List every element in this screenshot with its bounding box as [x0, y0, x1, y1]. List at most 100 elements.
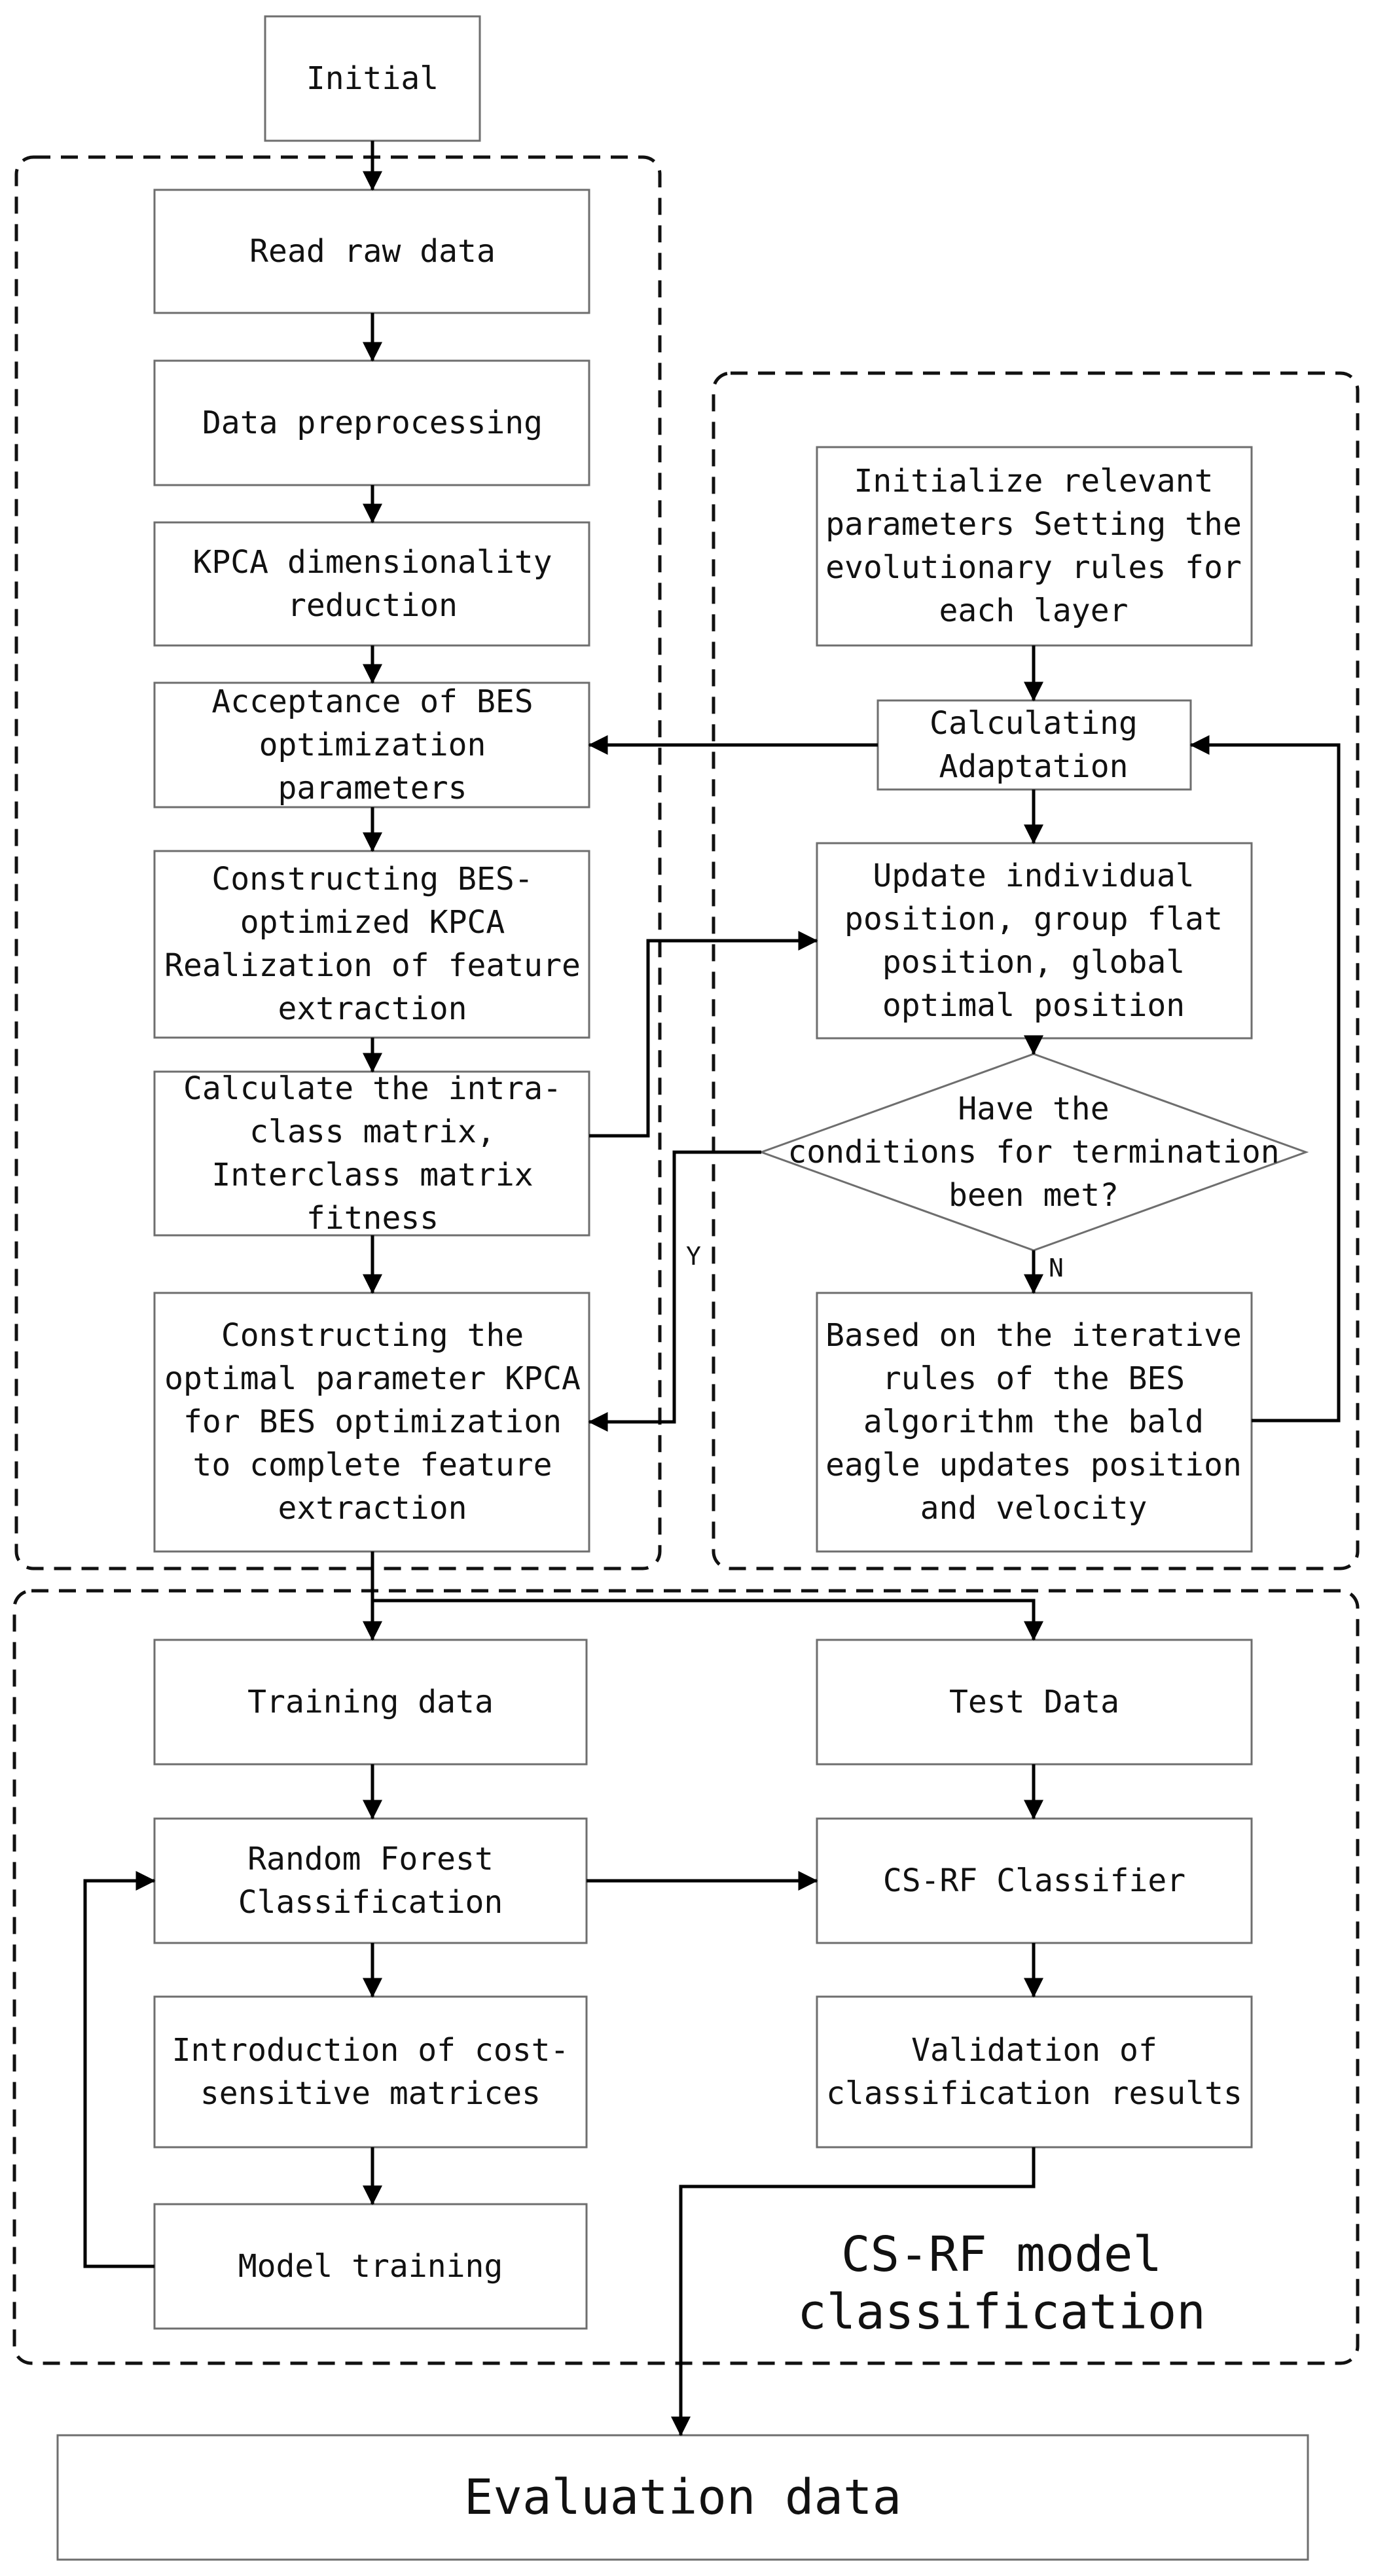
- label-line: Based on the iterative: [825, 1317, 1242, 1354]
- test-data-label: Test Data: [949, 1684, 1119, 1720]
- cost-sensitive-box: [153, 1995, 588, 2149]
- label-line: Initialize relevant: [854, 463, 1213, 499]
- label-line: class matrix,: [249, 1114, 496, 1150]
- label-line: Validation of: [911, 2032, 1157, 2069]
- label-line: Constructing BES-: [211, 861, 533, 898]
- label-line: evolutionary rules for: [825, 549, 1242, 586]
- label-line: Adaptation: [939, 748, 1129, 785]
- acceptance-bes-box: [153, 681, 590, 808]
- cost-sensitive-label: Introduction of cost-sensitive matrices: [172, 2032, 569, 2112]
- label-line: Interclass matrix: [211, 1157, 533, 1193]
- label-line: position, group flat: [844, 901, 1223, 937]
- label-line: Read raw data: [249, 233, 496, 270]
- label-line: KPCA dimensionality: [192, 544, 552, 581]
- csrf-classifier-label: CS-RF Classifier: [883, 1862, 1185, 1899]
- label-line: conditions for termination: [787, 1134, 1279, 1170]
- initial-box: [264, 15, 481, 142]
- arrow-optimal-to-test: [372, 1599, 1043, 1641]
- label-line: Realization of feature: [164, 947, 581, 984]
- arrow-decision-yes: [588, 1150, 761, 1432]
- model-training-label: Model training: [238, 2248, 503, 2285]
- label-line: parameters Setting the: [825, 506, 1242, 543]
- label-line: Test Data: [949, 1684, 1119, 1720]
- update-position-box: [816, 842, 1253, 1040]
- label-line: fitness: [306, 1200, 439, 1237]
- read-raw-data-box: [153, 189, 590, 314]
- label-line: extraction: [278, 990, 467, 1027]
- edge-label-no: N: [1049, 1254, 1064, 1282]
- validation-label: Validation of classification results: [826, 2032, 1242, 2112]
- label-line: sensitive matrices: [200, 2075, 541, 2112]
- constructing-optimal-box: [153, 1292, 590, 1553]
- label-line: Training data: [247, 1684, 494, 1720]
- kpca-reduction-box: [153, 521, 590, 647]
- data-preprocessing-label: Data preprocessing: [202, 405, 543, 441]
- label-line: optimal parameter KPCA: [164, 1360, 581, 1397]
- label-line: rules of the BES: [882, 1360, 1185, 1397]
- label-line: Acceptance of BES: [211, 683, 533, 720]
- constructing-optimal-label: Constructing the optimal parameter KPCA fo…: [164, 1317, 581, 1527]
- label-line: Classification: [238, 1884, 503, 1921]
- label-line: Calculate the intra-: [183, 1070, 562, 1107]
- label-line: Model training: [238, 2248, 503, 2285]
- random-forest-box: [153, 1817, 588, 1944]
- label-line: for BES optimization: [183, 1404, 562, 1440]
- label-line: been met?: [949, 1177, 1119, 1214]
- arrow-validation-to-evaluation: [671, 2147, 1036, 2437]
- update-position-label: Update individual position, group flat pos…: [844, 858, 1223, 1024]
- evaluation-data-box: [56, 2434, 1309, 2561]
- label-line: algorithm the bald: [863, 1404, 1204, 1440]
- label-line: Have the: [958, 1091, 1109, 1127]
- label-line: CS-RF Classifier: [883, 1862, 1185, 1899]
- initialize-params-label: Initialize relevant parameters Setting th…: [825, 463, 1242, 629]
- bald-eagle-update-label: Based on the iterative rules of the BES al…: [825, 1317, 1242, 1527]
- csrf-classifier-box: [816, 1817, 1253, 1944]
- bald-eagle-update-box: [816, 1292, 1253, 1553]
- read-raw-data-label: Read raw data: [249, 233, 496, 270]
- label-line: eagle updates position: [825, 1447, 1242, 1483]
- arrow-bald-eagle-loop: [1189, 735, 1341, 1423]
- label-line: CS-RF model: [841, 2226, 1162, 2283]
- label-line: Evaluation data: [464, 2469, 901, 2526]
- label-line: optimization: [259, 727, 486, 763]
- label-line: optimized KPCA: [240, 904, 505, 941]
- label-line: Initial: [306, 60, 439, 97]
- arrow-training-loop: [83, 1871, 156, 2268]
- label-line: parameters: [278, 770, 467, 807]
- calculate-intraclass-label: Calculate the intra-class matrix, Intercl…: [183, 1070, 562, 1237]
- arrow-calculate-to-update: [589, 931, 818, 1138]
- label-line: each layer: [939, 592, 1129, 629]
- kpca-reduction-label: KPCA dimensionality reduction: [192, 544, 552, 624]
- evaluation-data-label: Evaluation data: [464, 2469, 901, 2526]
- termination-check-label: Have the conditions for termination been m…: [787, 1091, 1279, 1214]
- label-line: classification results: [826, 2075, 1242, 2112]
- label-line: extraction: [278, 1490, 467, 1527]
- label-line: Constructing the: [221, 1317, 524, 1354]
- label-line: Update individual: [873, 858, 1194, 894]
- csrf-model-group: [12, 1589, 1360, 2365]
- data-preprocessing-box: [153, 359, 590, 486]
- label-line: optimal position: [882, 987, 1185, 1024]
- label-line: and velocity: [920, 1490, 1148, 1527]
- label-line: Data preprocessing: [202, 405, 543, 441]
- label-line: classification: [797, 2284, 1206, 2340]
- initial-label: Initial: [306, 60, 439, 97]
- training-data-box: [153, 1639, 588, 1766]
- bes-optimization-group: [712, 371, 1360, 1570]
- calculating-adaptation-box: [877, 699, 1192, 791]
- label-line: reduction: [287, 587, 458, 624]
- feature-extraction-group: [14, 155, 662, 1570]
- model-training-box: [153, 2203, 588, 2330]
- label-line: to complete feature: [192, 1447, 552, 1483]
- edge-label-yes: Y: [686, 1242, 701, 1271]
- acceptance-bes-label: Acceptance of BES optimization parameters: [211, 683, 533, 807]
- label-line: Introduction of cost-: [172, 2032, 569, 2069]
- test-data-box: [816, 1639, 1253, 1766]
- label-line: position, global: [882, 944, 1185, 981]
- training-data-label: Training data: [247, 1684, 494, 1720]
- validation-box: [816, 1995, 1253, 2149]
- label-line: Calculating: [930, 705, 1138, 742]
